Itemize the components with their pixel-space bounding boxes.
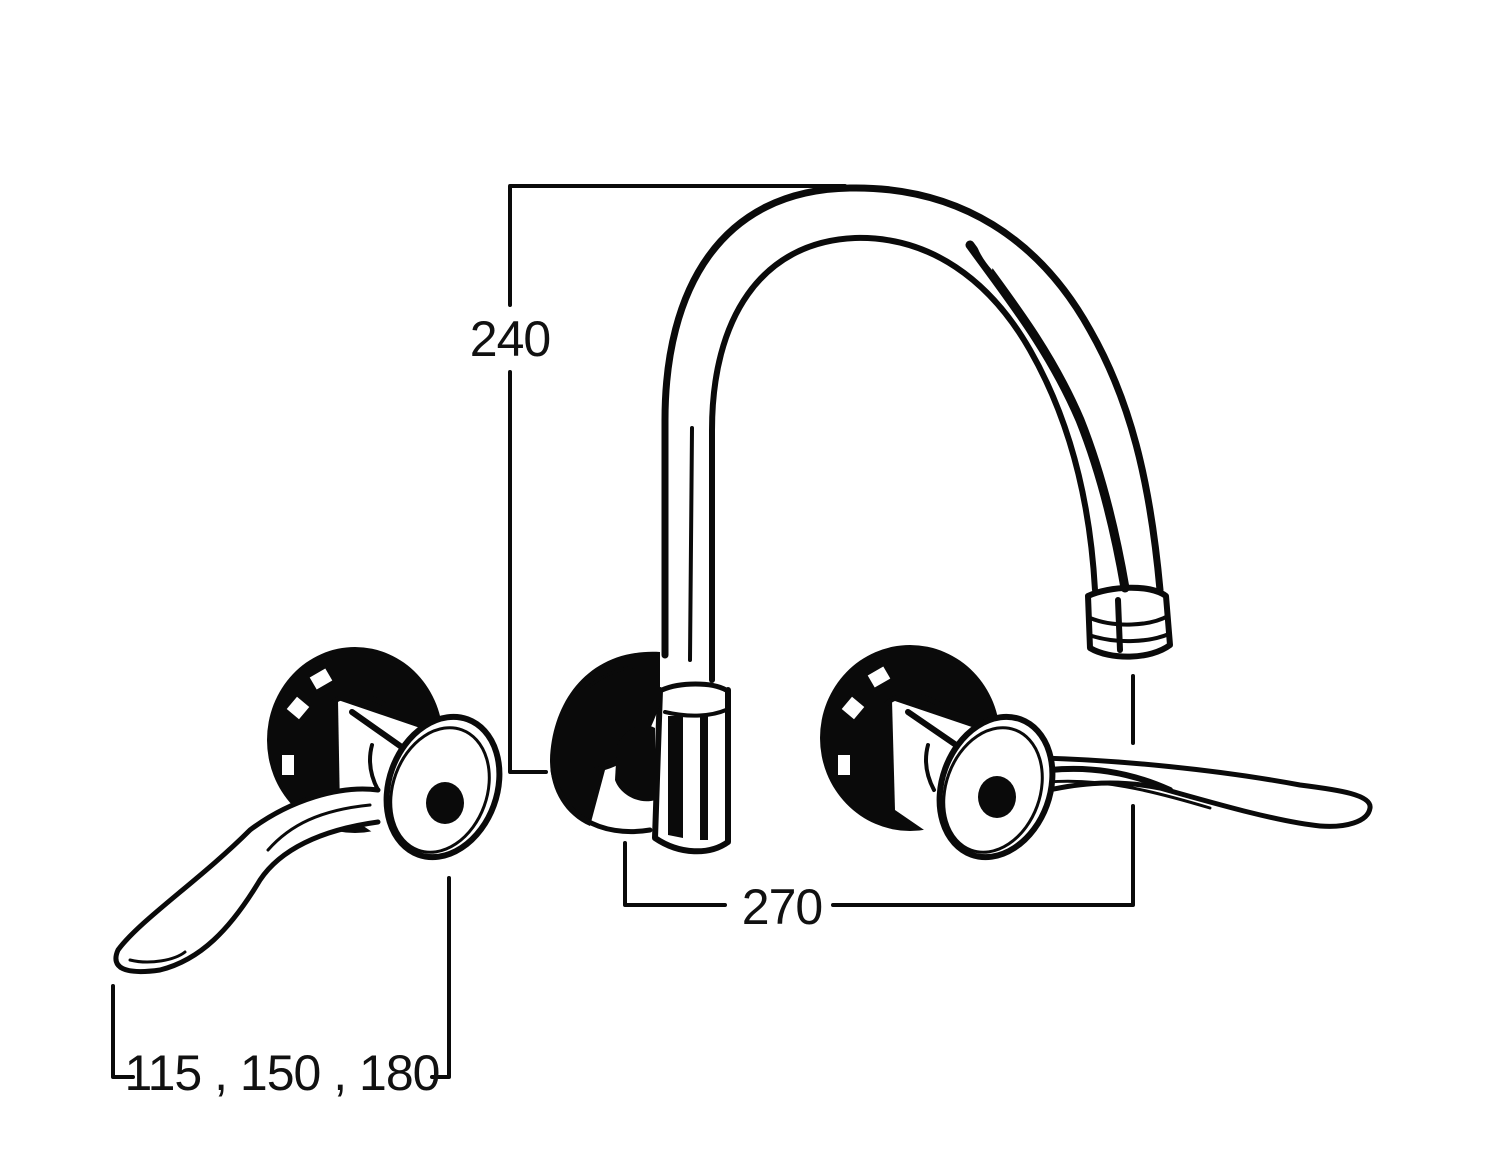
dimension-line-reach-left	[623, 841, 727, 907]
dimension-spout-reach: 270	[623, 674, 1135, 935]
dimension-label-lever: 115 , 150 , 180	[125, 1045, 440, 1101]
right-lever-tap	[820, 645, 1373, 861]
dimension-label-reach: 270	[742, 879, 822, 935]
dimension-lever-length: 115 , 150 , 180	[111, 876, 451, 1101]
dimension-line-lever-right	[430, 876, 451, 1079]
dimension-line-lever-left	[111, 984, 135, 1079]
spout-nozzle	[1085, 584, 1173, 660]
dimension-line-height-top	[508, 184, 847, 307]
dimension-spout-height: 240	[470, 184, 847, 774]
dimension-line-reach-right	[831, 804, 1135, 907]
dimension-line-height-bottom	[508, 370, 548, 774]
dimension-label-height: 240	[470, 311, 550, 367]
spout-collar	[652, 681, 731, 855]
gooseneck-spout	[550, 184, 1173, 855]
left-lever-tap	[113, 647, 503, 975]
spout-wall-flange	[550, 651, 660, 834]
